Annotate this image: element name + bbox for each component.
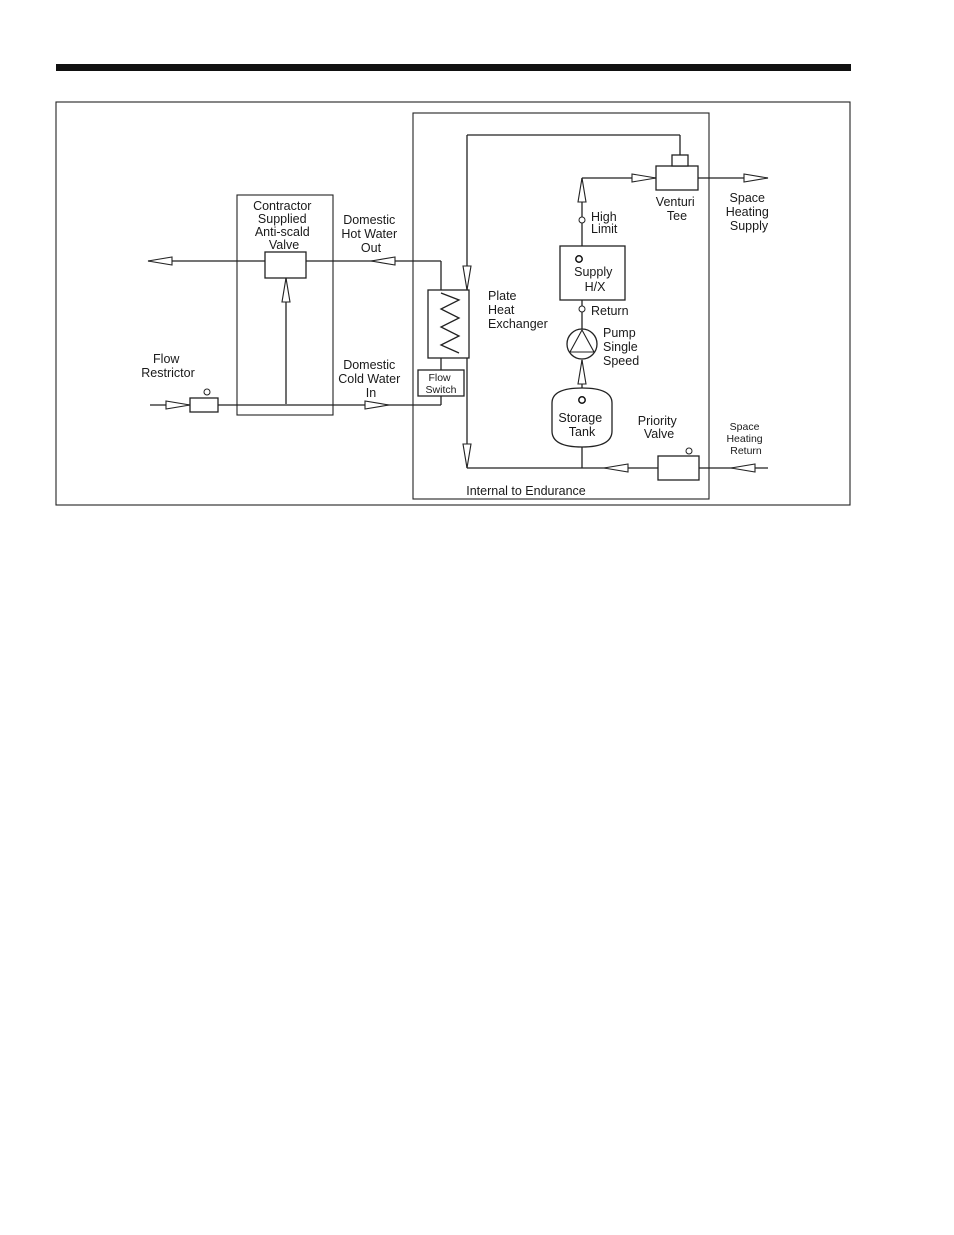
priority-valve-label: Priority Valve: [638, 414, 680, 441]
hot-water-arrow: [371, 257, 395, 265]
flow-restrictor: [190, 398, 218, 412]
priority-valve-sensor: [686, 448, 692, 454]
anti-scald-valve: [265, 252, 306, 278]
tank-to-pump-arrow: [578, 360, 586, 384]
space-heating-return-label: Space Heating Return: [726, 421, 765, 457]
internal-to-endurance-label: Internal to Endurance: [466, 484, 586, 498]
hx-outlet-arrow: [463, 444, 471, 468]
return-sensor: [579, 306, 585, 312]
venturi-tee-label: Venturi Tee: [656, 195, 698, 223]
flow-restrictor-label: Flow Restrictor: [141, 352, 194, 380]
space-return-arrow: [731, 464, 755, 472]
mix-arrow: [282, 278, 290, 302]
cold-water-arrow: [365, 401, 389, 409]
venturi-tee-branch: [672, 155, 688, 166]
cold-in-arrow: [166, 401, 190, 409]
domestic-hot-label: Domestic Hot Water Out: [341, 213, 400, 255]
space-heating-supply-label: Space Heating Supply: [726, 191, 773, 233]
supply-hx-sensor: [576, 256, 582, 262]
high-limit-label: High Limit: [591, 210, 620, 236]
high-limit-sensor: [579, 217, 585, 223]
pump-label: Pump Single Speed: [603, 326, 641, 368]
space-supply-arrow: [744, 174, 768, 182]
flow-switch-label: Flow Switch: [426, 372, 457, 396]
to-venturi-arrow: [632, 174, 656, 182]
return-label: Return: [591, 304, 629, 318]
hot-out-arrow: [148, 257, 172, 265]
plate-hx-label: Plate Heat Exchanger: [488, 289, 548, 331]
venturi-tee: [656, 166, 698, 190]
domestic-cold-label: Domestic Cold Water In: [338, 358, 404, 400]
supply-up-arrow: [578, 178, 586, 202]
flow-restrictor-sensor: [204, 389, 210, 395]
priority-valve: [658, 456, 699, 480]
hx-inlet-arrow: [463, 266, 471, 290]
tank-sensor: [579, 397, 585, 403]
contractor-valve-label: Contractor Supplied Anti-scald Valve: [253, 199, 315, 252]
return-arrow: [604, 464, 628, 472]
